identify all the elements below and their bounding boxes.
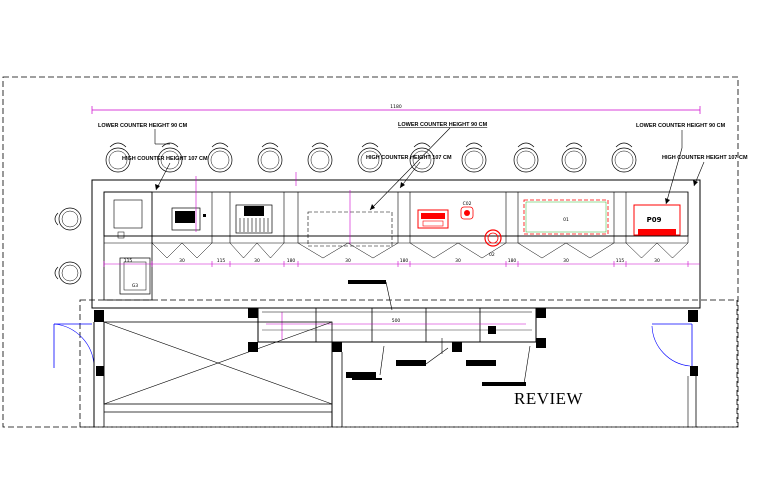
segment-dimension-label: 115 <box>217 258 226 264</box>
door-swing <box>297 242 349 259</box>
stool-icon <box>409 142 435 173</box>
equipment-left-sink <box>113 199 143 239</box>
review-stamp: REVIEW <box>514 389 584 408</box>
annotations: LOWER COUNTER HEIGHT 90 CM HIGH COUNTER … <box>98 122 748 211</box>
stool-icon <box>307 142 333 173</box>
segment-dimensions: 115 30 115 30 180 30 180 30 180 30 115 30 <box>103 258 700 267</box>
label-lower-counter-left: LOWER COUNTER HEIGHT 90 CM <box>98 123 188 129</box>
segment-dimension-label: 30 <box>654 258 660 264</box>
segment-dimension-label: 115 <box>124 258 133 264</box>
equipment-red-cooktop <box>417 209 449 229</box>
label-high-counter-mid: HIGH COUNTER HEIGHT 107 CM <box>366 155 452 161</box>
door-swing <box>181 242 213 259</box>
bar-stools-left <box>54 207 82 285</box>
stool-icon <box>513 142 539 173</box>
stool-icon <box>157 142 183 173</box>
door-swing <box>625 242 658 259</box>
equipment-rack <box>235 204 273 234</box>
segment-dimension-label: 30 <box>455 258 461 264</box>
segment-dimension-label: 30 <box>254 258 260 264</box>
label-high-counter-left: HIGH COUNTER HEIGHT 107 CM <box>122 156 208 162</box>
stool-icon <box>257 142 283 173</box>
stool-icon <box>54 207 82 231</box>
structural-columns <box>94 310 698 376</box>
vertical-dimensions <box>195 172 351 340</box>
equipment-oven <box>171 207 206 231</box>
equipment-red-circle: 02 <box>484 229 502 258</box>
stool-icon <box>54 261 82 285</box>
red-unit-label: C02 <box>463 201 472 207</box>
stool-icon <box>105 142 131 173</box>
stool-icon <box>611 142 637 173</box>
overall-dimension-value: 1180 <box>390 104 402 110</box>
door-left-icon <box>53 323 95 368</box>
back-table-dimension: 500 <box>392 318 401 324</box>
stool-icon <box>561 142 587 173</box>
segment-dimension-label: 180 <box>287 258 296 264</box>
door-swing <box>347 242 399 259</box>
bar-stools-top <box>105 142 637 173</box>
g3-label: G3 <box>132 283 138 289</box>
stool-icon <box>357 142 383 173</box>
green-unit-label: 01 <box>563 217 569 223</box>
lower-room <box>93 321 697 427</box>
back-table: 500 <box>248 307 546 354</box>
door-swing <box>656 242 689 259</box>
equipment-p09: P09 <box>633 204 681 236</box>
cabinet-door-swings <box>151 242 689 259</box>
outer-boundary <box>2 76 739 428</box>
door-right-icon <box>651 323 693 367</box>
label-lower-counter-right: LOWER COUNTER HEIGHT 90 CM <box>636 123 726 129</box>
door-swing <box>409 242 459 259</box>
equipment-g3: G3 <box>119 257 151 295</box>
door-swing <box>457 242 507 259</box>
door-swing <box>229 242 258 259</box>
stool-icon <box>207 142 233 173</box>
door-swing <box>565 242 615 259</box>
equipment-red-sink: C02 <box>460 201 474 220</box>
door-swing <box>256 242 285 259</box>
door-swing <box>151 242 183 259</box>
segment-dimension-label: 180 <box>400 258 409 264</box>
callout-tags <box>346 280 531 386</box>
door-swing <box>517 242 567 259</box>
overall-dimension: 1180 <box>91 104 701 114</box>
stool-icon <box>461 142 487 173</box>
segment-dimension-label: 115 <box>616 258 625 264</box>
segment-dimension-label: 30 <box>345 258 351 264</box>
label-lower-counter-mid: LOWER COUNTER HEIGHT 90 CM <box>398 122 488 128</box>
label-high-counter-right: HIGH COUNTER HEIGHT 107 CM <box>662 155 748 161</box>
segment-dimension-label: 30 <box>563 258 569 264</box>
green-small-label: 02 <box>489 252 495 258</box>
lower-room-boundary <box>79 299 738 428</box>
segment-dimension-label: 180 <box>508 258 517 264</box>
p09-label: P09 <box>647 216 662 224</box>
segment-dimension-label: 30 <box>179 258 185 264</box>
equipment-green-unit: 01 <box>523 199 609 235</box>
